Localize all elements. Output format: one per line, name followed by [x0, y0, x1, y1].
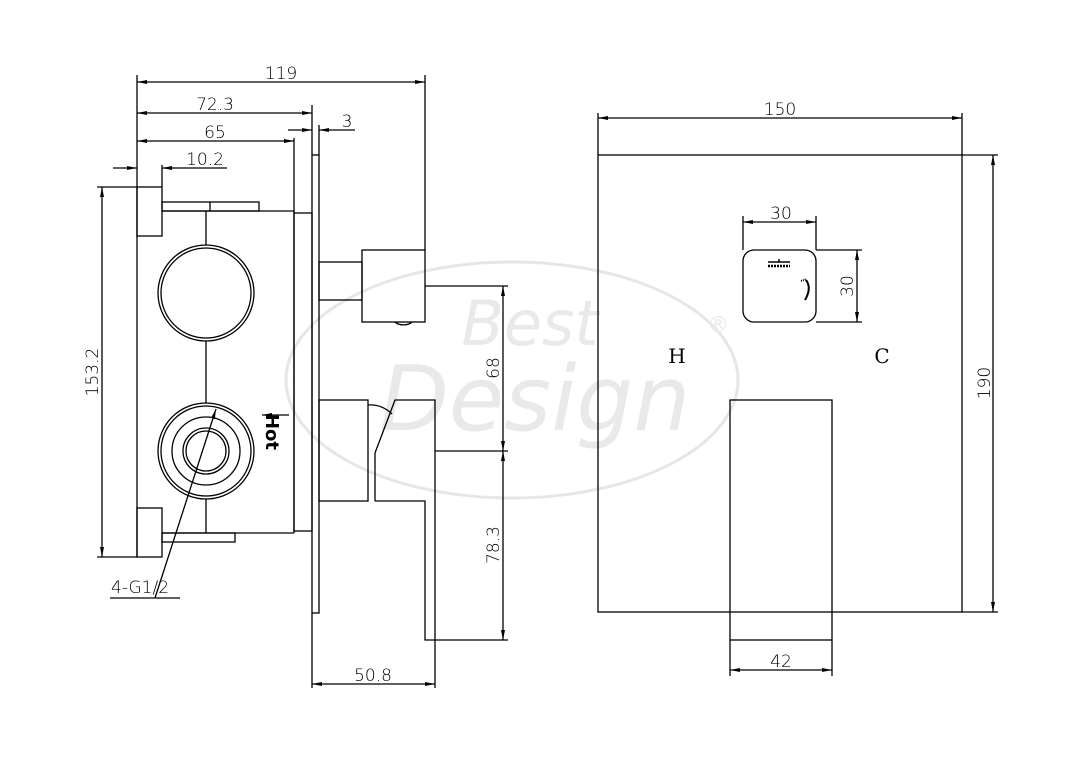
dim-153-2: 153.2 [83, 348, 103, 397]
hot-label: Hot [261, 414, 282, 450]
cover-plate [597, 154, 963, 613]
dim-3: 3 [342, 112, 353, 132]
hand-shower-icon [800, 278, 810, 301]
diverter-button [742, 249, 817, 323]
side-view: 119 72.3 3 65 10.2 [83, 64, 508, 688]
dim-68: 68 [484, 357, 504, 379]
cold-marker: C [874, 344, 889, 368]
watermark: Best Design ® [284, 260, 740, 500]
dim-119: 119 [265, 64, 297, 84]
watermark-best: Best [461, 287, 601, 360]
dim-button-height: 30 [838, 275, 858, 297]
hot-direction-marker: Hot [261, 413, 289, 450]
shower-head-icon [768, 259, 790, 268]
thread-label: 4-G1/2 [111, 578, 169, 598]
lever-handle [729, 399, 833, 641]
dim-150: 150 [764, 100, 796, 120]
dim-50-8: 50.8 [354, 666, 392, 686]
front-view: 150 190 30 30 H C [597, 100, 998, 676]
dim-190: 190 [975, 367, 995, 399]
dim-72-3: 72.3 [196, 95, 234, 115]
dim-42: 42 [770, 652, 792, 672]
inlet-port [157, 402, 255, 500]
dim-78-3: 78.3 [484, 526, 504, 564]
dim-button-width: 30 [770, 204, 792, 224]
hot-marker: H [668, 344, 685, 368]
dim-65: 65 [204, 123, 226, 143]
watermark-registered: ® [707, 313, 729, 338]
dim-10-2: 10.2 [186, 150, 224, 170]
